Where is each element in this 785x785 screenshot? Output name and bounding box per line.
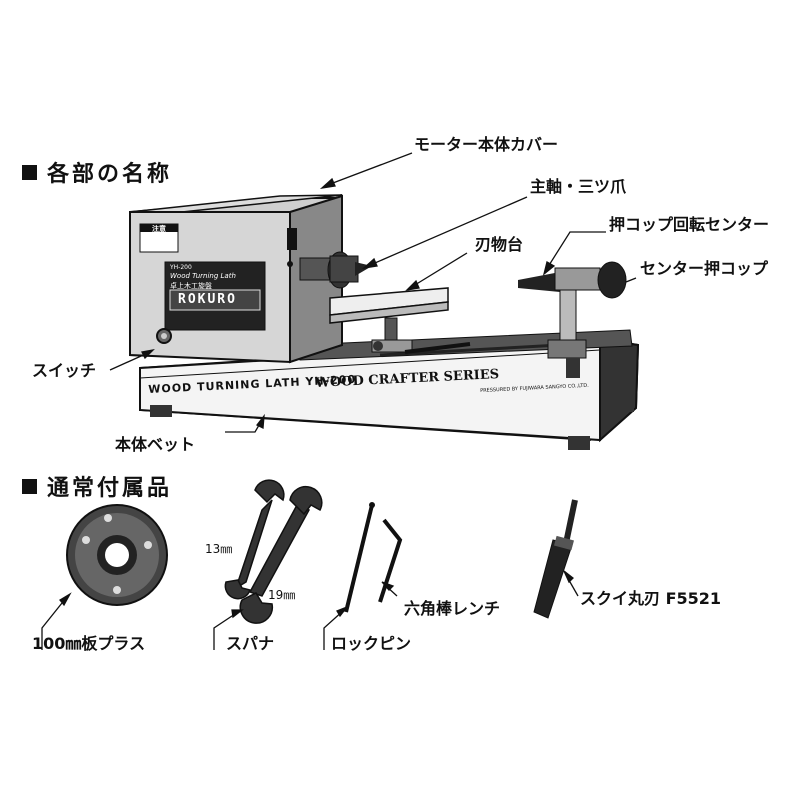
label-lock-pin: ロックピン <box>331 634 412 653</box>
label-spanner-19mm: 19㎜ <box>268 588 296 602</box>
label-tool-rest: 刃物台 <box>475 235 524 254</box>
label-gouge: スクイ丸刃 F5521 <box>580 589 722 608</box>
plate-model: YH-200 <box>170 264 192 271</box>
warning-label: 注意 <box>152 225 166 233</box>
section-heading-accessories: 通常付属品 <box>22 470 172 502</box>
section-heading-part-names: 各部の名称 <box>22 156 172 188</box>
faceplate-drawing <box>66 504 168 606</box>
section-heading-text: 各部の名称 <box>47 162 173 187</box>
label-bed: 本体ベット <box>115 435 196 454</box>
label-center-push-cup: センター押コップ <box>640 259 769 278</box>
tool-rest <box>329 287 471 354</box>
square-bullet-icon <box>22 165 37 180</box>
spanner-drawing <box>224 479 323 624</box>
label-spanner-13mm: 13㎜ <box>205 542 233 556</box>
label-motor-cover: モーター本体カバー <box>414 135 559 154</box>
hex-wrench-drawing <box>378 518 403 603</box>
label-switch: スイッチ <box>32 361 97 380</box>
motor-housing <box>129 194 343 364</box>
label-spanner: スパナ <box>226 634 275 653</box>
plate-brand: ROKURO <box>178 292 237 307</box>
plate-name-jp: 卓上木工旋盤 <box>170 282 212 290</box>
square-bullet-icon <box>22 479 37 494</box>
label-faceplate: 100㎜板プラス <box>32 634 146 653</box>
section-heading-text: 通常付属品 <box>47 476 173 501</box>
lock-pin-drawing <box>344 502 375 613</box>
tailstock <box>518 261 627 378</box>
spindle-chuck <box>299 251 372 289</box>
label-push-cup-center: 押コップ回転センター <box>609 215 770 234</box>
label-spindle-chuck: 主軸・三ツ爪 <box>530 177 627 196</box>
leader-lines <box>109 152 637 433</box>
plate-name-en: Wood Turning Lath <box>170 272 236 280</box>
accessory-leader-lines <box>41 570 579 650</box>
gouge-drawing <box>533 499 578 619</box>
label-hex-wrench: 六角棒レンチ <box>404 599 501 618</box>
